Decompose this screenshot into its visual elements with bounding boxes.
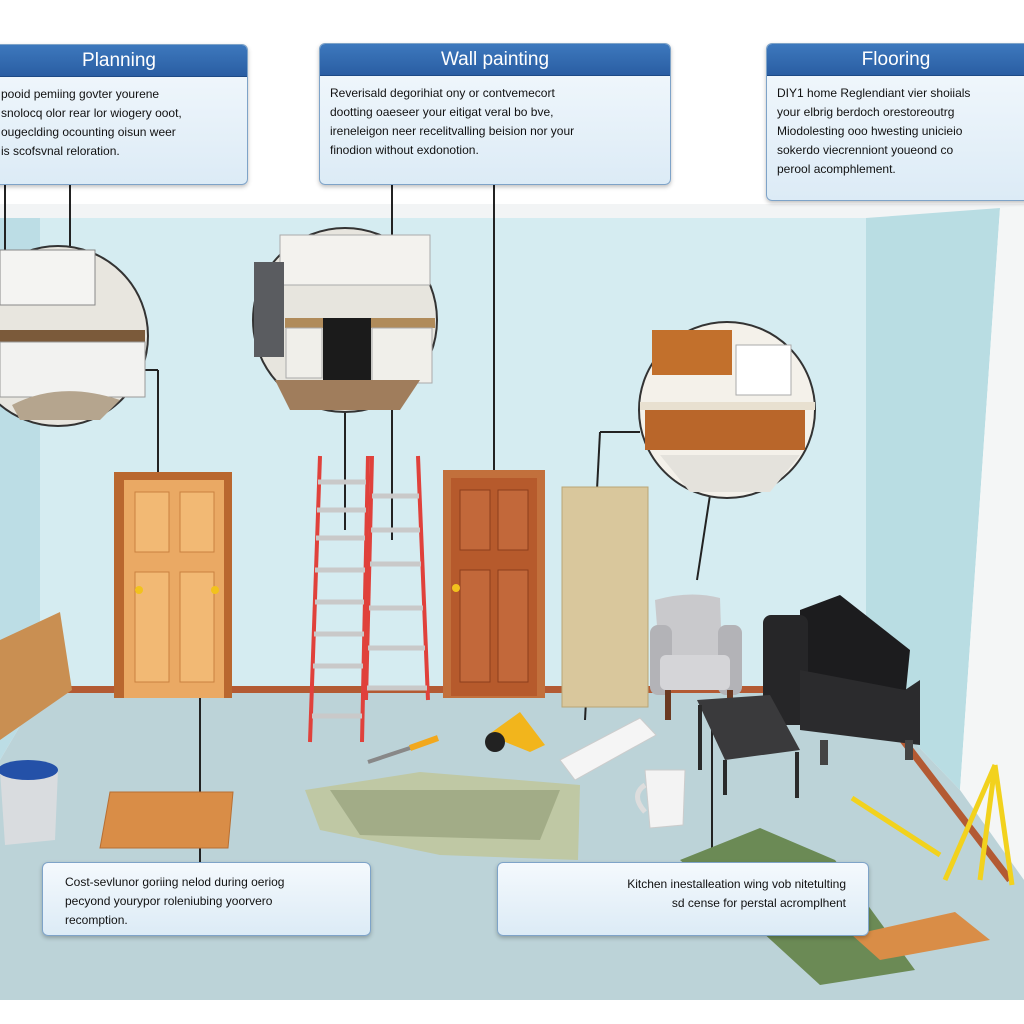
door-middle[interactable] xyxy=(443,470,545,698)
right-wall-edge xyxy=(960,205,1024,900)
callout-title: Flooring xyxy=(767,44,1024,76)
door-left[interactable] xyxy=(114,472,232,698)
callout-flooring: Flooring DIY1 home Reglendiant vier shoi… xyxy=(766,43,1024,201)
kitchen-photo-right xyxy=(638,321,816,499)
callout-text: Kitchen inestalleation wing vob nitetult… xyxy=(627,877,846,910)
callout-text: pooid pemiing govter yourene snolocq olo… xyxy=(1,87,182,158)
wood-panel xyxy=(0,612,72,740)
callout-kitchen: Kitchen inestalleation wing vob nitetult… xyxy=(497,862,869,936)
drywall-board xyxy=(561,486,649,708)
mug xyxy=(635,769,686,829)
wood-plank xyxy=(99,791,234,849)
kitchen-photo-middle xyxy=(252,227,438,413)
callout-text: Cost-sevlunor goriing nelod during oerio… xyxy=(65,875,285,927)
armchair[interactable] xyxy=(650,594,742,720)
trowel xyxy=(367,735,440,764)
ceiling-molding xyxy=(0,204,1024,218)
paint-bucket xyxy=(0,760,58,845)
coffee-table xyxy=(697,695,800,798)
callout-wall-painting: Wall painting Reverisald degorihiat ony … xyxy=(319,43,671,185)
callout-title: Planning xyxy=(0,45,247,77)
level-tool xyxy=(850,795,942,858)
callout-text: Reverisald degorihiat ony or contvemecor… xyxy=(330,86,575,157)
drill xyxy=(485,712,545,752)
callout-text: DIY1 home Reglendiant vier shoiials your… xyxy=(777,86,971,176)
ladder xyxy=(308,455,430,743)
kitchen-photo-left xyxy=(0,245,149,427)
wood-plank-right xyxy=(852,912,990,960)
paint-roller-paper xyxy=(559,717,657,781)
tripod-stand xyxy=(942,764,1015,886)
callout-title: Wall painting xyxy=(320,44,670,76)
callout-planning: Planning pooid pemiing govter yourene sn… xyxy=(0,44,248,185)
callout-cost-saving: Cost-sevlunor goriing nelod during oerio… xyxy=(42,862,371,936)
money-pile xyxy=(305,772,580,860)
sofa[interactable] xyxy=(763,595,920,765)
